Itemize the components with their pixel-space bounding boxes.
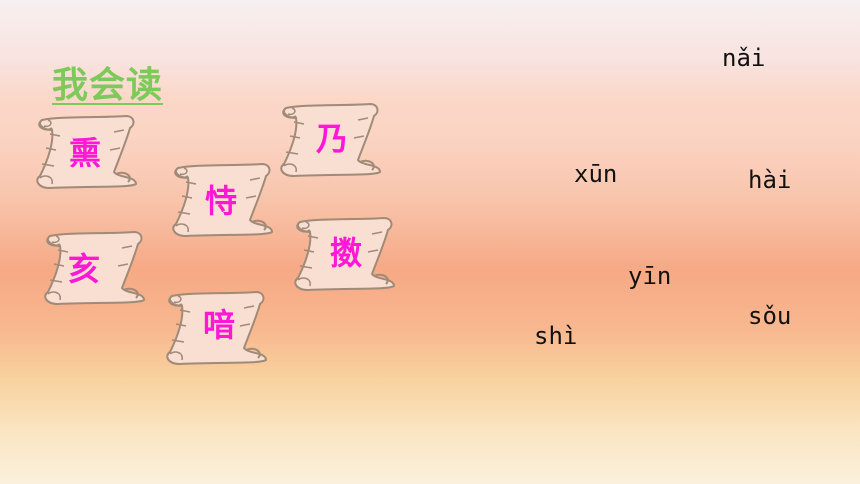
char-card-xun[interactable]: 熏: [30, 112, 140, 190]
char-shi: 恃: [204, 182, 237, 220]
scroll-icon: [166, 290, 268, 366]
char-card-sou[interactable]: 擞: [288, 214, 398, 292]
slide-title: 我会读: [52, 65, 164, 106]
char-yin: 喑: [202, 306, 235, 344]
scroll-icon: [44, 230, 146, 306]
pinyin-xun: xūn: [574, 160, 618, 188]
pinyin-hai: hài: [748, 166, 792, 194]
scroll-icon: [294, 216, 396, 292]
pinyin-nai: nǎi: [722, 44, 766, 72]
scroll-icon: [280, 102, 382, 178]
pinyin-shi: shì: [534, 322, 578, 350]
char-card-nai[interactable]: 乃: [274, 100, 384, 178]
char-sou: 擞: [329, 234, 362, 272]
char-xun: 熏: [68, 134, 101, 172]
pinyin-sou: sǒu: [748, 302, 792, 330]
char-card-hai[interactable]: 亥: [38, 228, 148, 306]
pinyin-yin: yīn: [628, 262, 672, 290]
char-card-shi[interactable]: 恃: [166, 160, 276, 238]
char-nai: 乃: [315, 120, 348, 158]
scroll-icon: [172, 162, 274, 238]
scroll-icon: [36, 114, 138, 190]
char-card-yin[interactable]: 喑: [160, 288, 270, 366]
char-hai: 亥: [68, 250, 101, 288]
